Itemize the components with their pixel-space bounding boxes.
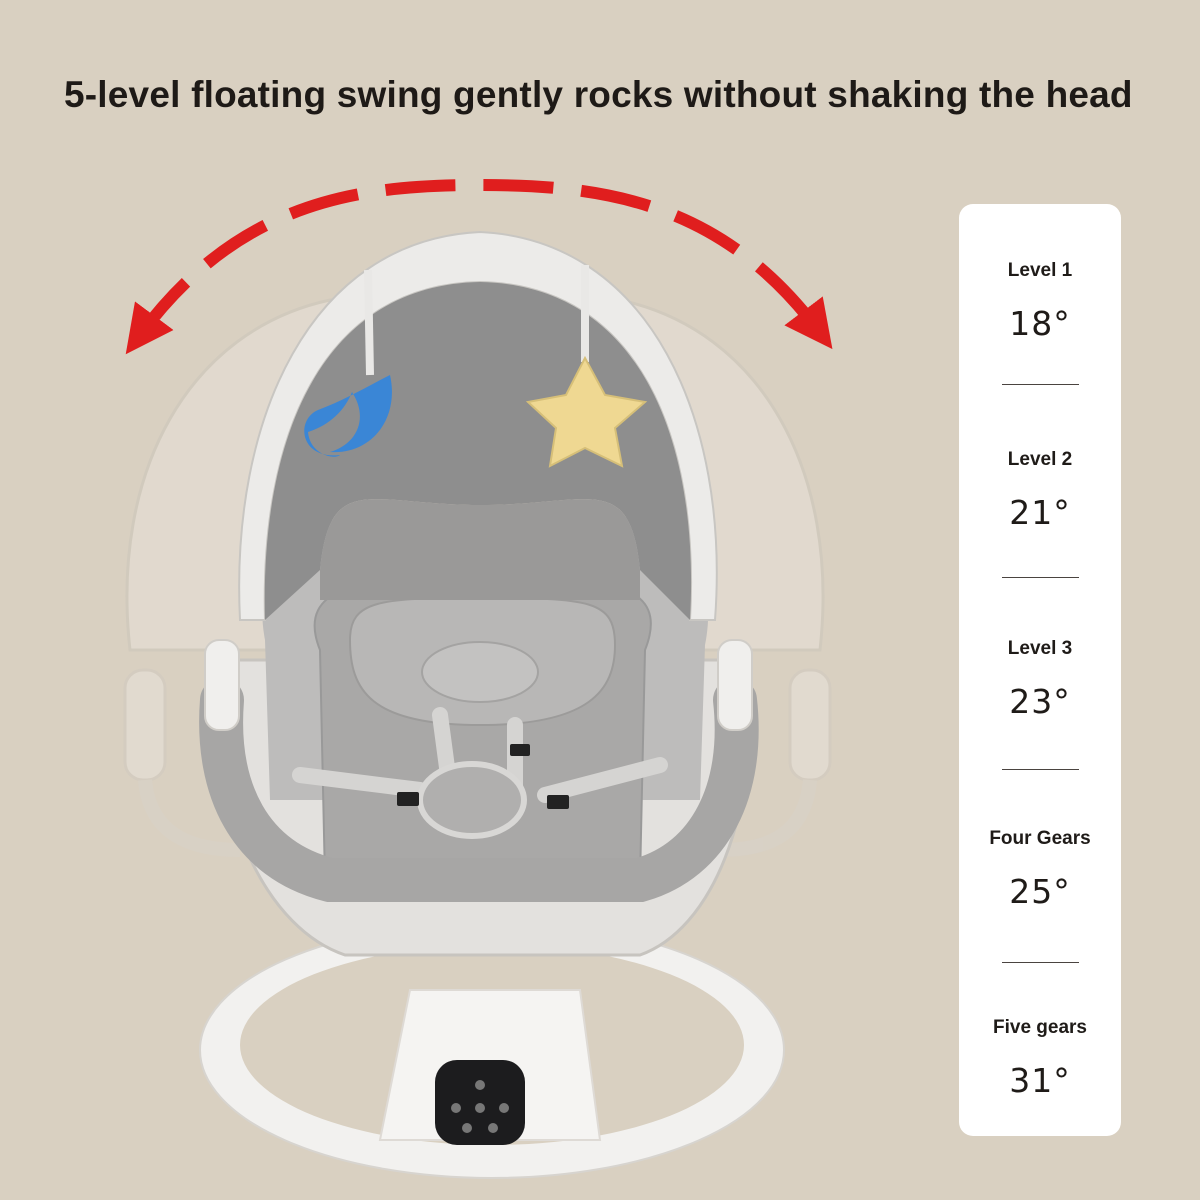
level-item: Level 1 18° [959, 260, 1121, 342]
level-name: Four Gears [989, 828, 1091, 849]
level-name: Level 2 [1007, 449, 1073, 470]
level-item: Four Gears 25° [959, 828, 1121, 910]
headline: 5-level floating swing gently rocks with… [64, 74, 1133, 115]
swing-base [199, 921, 785, 1179]
level-name: Level 1 [1007, 260, 1073, 281]
level-angle: 25° [1009, 872, 1071, 911]
level-angle: 23° [1009, 682, 1071, 721]
level-divider [1002, 577, 1079, 578]
level-divider [1002, 962, 1079, 963]
level-divider [1002, 769, 1079, 770]
level-name: Level 3 [1007, 638, 1073, 659]
control-panel [435, 1060, 525, 1145]
baby-swing-illustration [123, 178, 833, 1179]
swing-arc-arrow-icon [125, 178, 833, 355]
level-angle: 21° [1009, 493, 1071, 532]
level-angle: 31° [1009, 1061, 1071, 1100]
level-angle: 18° [1009, 304, 1071, 343]
level-name: Five gears [993, 1017, 1087, 1038]
level-item: Five gears 31° [959, 1017, 1121, 1099]
level-divider [1002, 384, 1079, 385]
level-item: Level 3 23° [959, 638, 1121, 720]
level-item: Level 2 21° [959, 449, 1121, 531]
swing-levels-card: Level 1 18° Level 2 21° Level 3 23° Four… [959, 204, 1121, 1136]
